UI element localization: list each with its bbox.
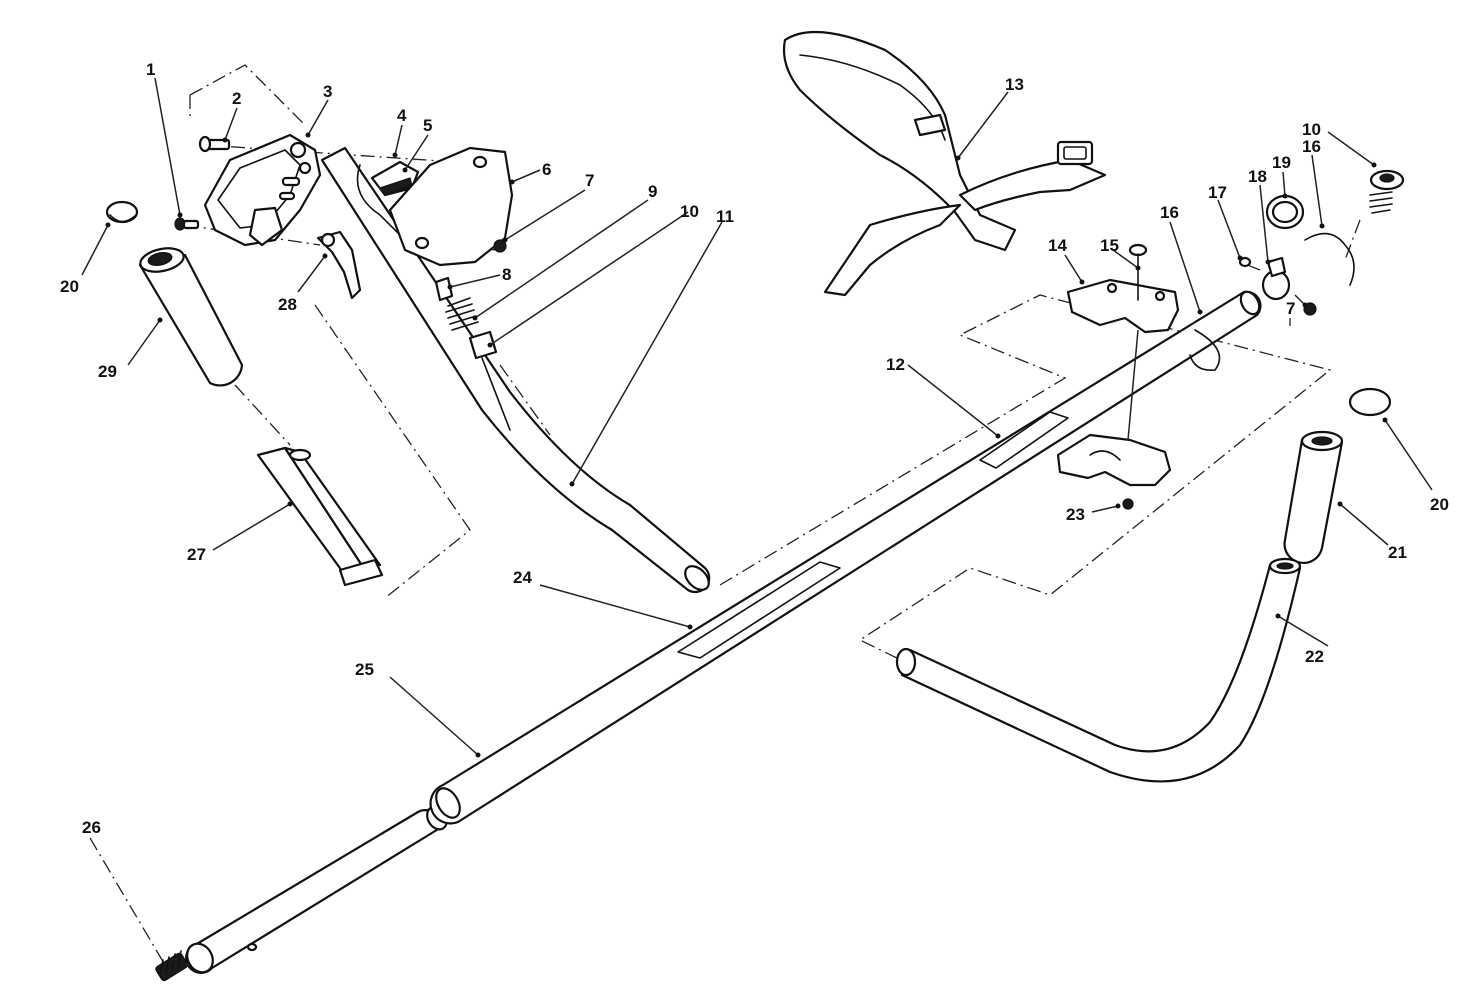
callout-4: 4: [397, 106, 407, 125]
clips-and-rings: [1189, 194, 1355, 372]
callout-11: 11: [716, 207, 734, 226]
callout-10-right: 10: [1302, 120, 1321, 139]
callout-23: 23: [1066, 505, 1085, 524]
nuts: [493, 239, 1317, 316]
callout-28: 28: [278, 295, 297, 314]
callout-15: 15: [1100, 236, 1119, 255]
cover-plate: [388, 146, 514, 267]
grip-left: [105, 200, 244, 387]
callout-27: 27: [187, 545, 206, 564]
callout-26: 26: [82, 818, 101, 837]
callout-17: 17: [1208, 183, 1227, 202]
handle-bar: [895, 557, 1302, 783]
callout-9: 9: [648, 182, 657, 201]
leader-lines: [81, 77, 1433, 758]
callout-2: 2: [232, 89, 241, 108]
callout-1: 1: [146, 60, 155, 79]
callout-29: 29: [98, 362, 117, 381]
callout-6: 6: [542, 160, 551, 179]
callout-7: 7: [585, 171, 594, 190]
callout-16-right: 16: [1302, 137, 1321, 156]
spring-assembly: [434, 276, 511, 431]
callout-24: 24: [513, 568, 532, 587]
throttle-lever: [316, 230, 362, 300]
lower-drive-shaft: [155, 290, 1262, 982]
shoulder-harness: [782, 30, 1107, 297]
callout-19: 19: [1272, 153, 1291, 172]
callout-7-right: 7: [1286, 299, 1295, 318]
grip-right: [1283, 387, 1392, 564]
clamp-bolt: [1122, 243, 1148, 510]
upper-bent-tube: [320, 146, 711, 594]
handle-housing: [203, 133, 322, 247]
handle-bracket: [256, 446, 384, 587]
callout-10: 10: [680, 202, 699, 221]
callout-22: 22: [1305, 647, 1324, 666]
callout-8: 8: [502, 265, 511, 284]
callout-14: 14: [1048, 236, 1067, 255]
callout-labels: 1 2 3 4 5 6 7 7 8 9 10 10 11 12 13 14 15…: [60, 60, 1449, 837]
spring-right: [1369, 169, 1405, 214]
callout-20: 20: [60, 277, 79, 296]
callout-5: 5: [423, 116, 432, 135]
callout-20-right: 20: [1430, 495, 1449, 514]
screws: [174, 135, 231, 231]
callout-13: 13: [1005, 75, 1024, 94]
callout-3: 3: [323, 82, 332, 101]
callout-12: 12: [886, 355, 905, 374]
callout-16: 16: [1160, 203, 1179, 222]
callout-21: 21: [1388, 543, 1407, 562]
callout-25: 25: [355, 660, 374, 679]
callout-18: 18: [1248, 167, 1267, 186]
handle-clamp-upper: [1066, 278, 1180, 334]
handle-clamp-lower: [1056, 433, 1172, 487]
